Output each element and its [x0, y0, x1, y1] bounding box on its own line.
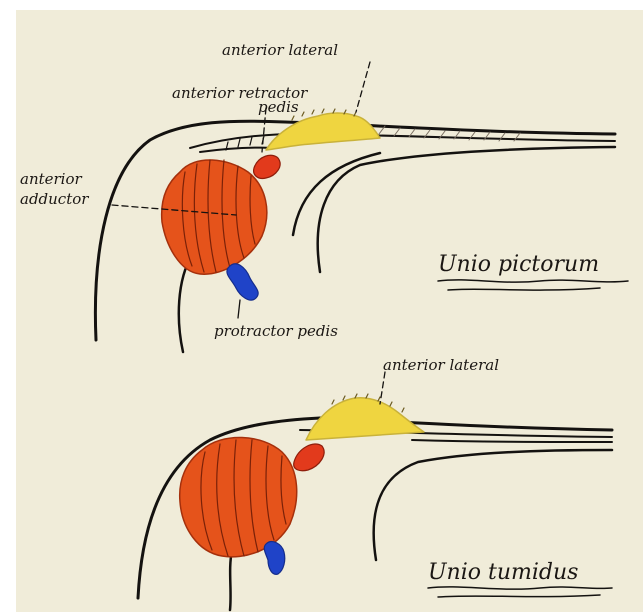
label-retractor-pedis: pedis: [258, 98, 299, 116]
label-species-bottom: Unio tumidus: [428, 560, 578, 585]
paper-background: [16, 10, 643, 612]
label-top-anterior-lateral: anterior lateral: [222, 41, 338, 59]
anterior-adductor-muscle-2: [180, 437, 297, 556]
label-bottom-anterior-lateral: anterior lateral: [383, 356, 499, 374]
label-anterior-adductor-line1: anterior: [20, 170, 83, 188]
label-anterior-adductor-line2: adductor: [20, 190, 89, 208]
label-species-top: Unio pictorum: [438, 252, 599, 277]
label-protractor-pedis: protractor pedis: [214, 322, 338, 340]
